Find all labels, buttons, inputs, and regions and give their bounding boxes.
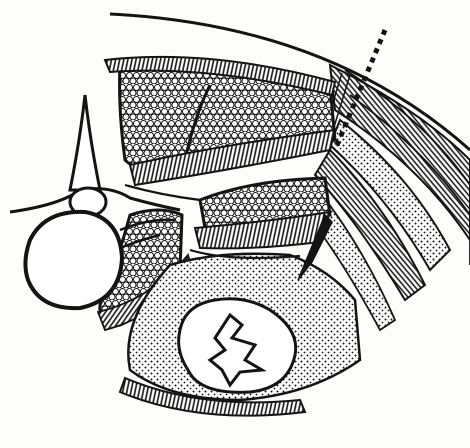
vertebral-spinous-process [70,95,100,190]
vertebral-body [25,212,122,308]
